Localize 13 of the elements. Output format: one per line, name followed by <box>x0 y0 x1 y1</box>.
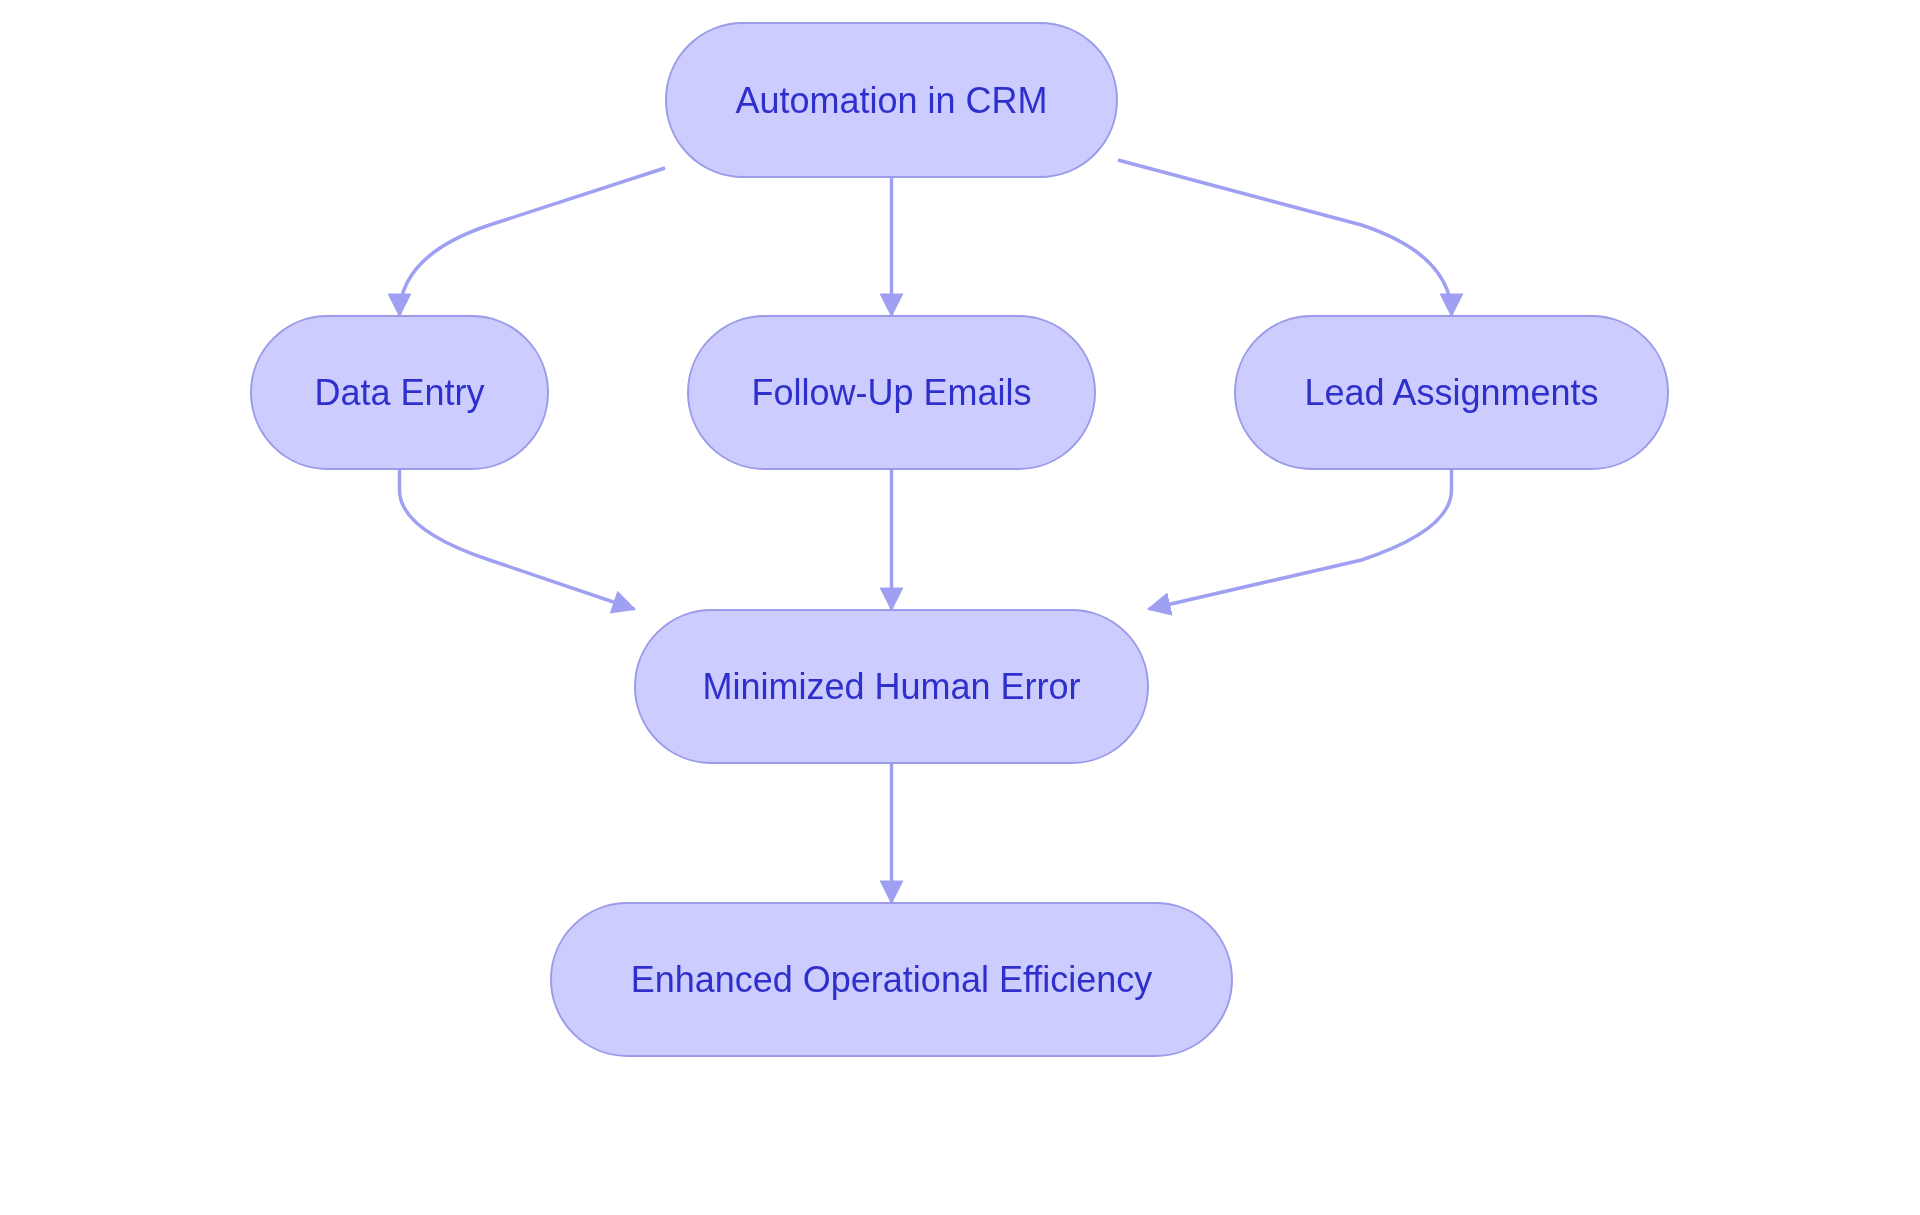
node-label: Automation in CRM <box>734 78 1049 123</box>
arrow <box>1117 158 1463 318</box>
node-label: Minimized Human Error <box>701 665 1082 709</box>
node-label: Data Entry <box>313 371 486 415</box>
node-label: Enhanced Operational Efficiency <box>629 958 1154 1002</box>
node-label: Follow-Up Emails <box>750 371 1033 415</box>
arrow <box>1146 470 1454 616</box>
arrow <box>879 764 904 905</box>
arrow <box>879 178 904 318</box>
arrow <box>388 166 666 318</box>
arrow <box>879 470 904 612</box>
arrow <box>397 470 637 614</box>
node-label: Lead Assignments <box>1303 371 1600 415</box>
